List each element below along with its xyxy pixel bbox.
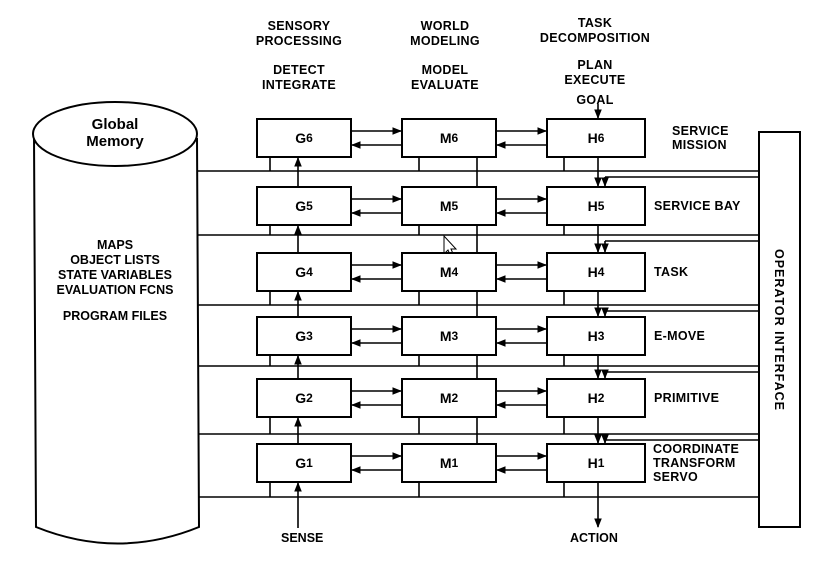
level-label-5: SERVICE BAY — [654, 199, 741, 213]
global-memory-cylinder — [32, 101, 201, 545]
global-memory-contents: MAPS OBJECT LISTS STATE VARIABLES EVALUA… — [56, 238, 174, 323]
global-memory-title: Global Memory — [86, 116, 144, 150]
level-label-4: TASK — [654, 265, 689, 279]
operator-interface-panel — [758, 131, 801, 528]
level-label-2: PRIMITIVE — [654, 391, 720, 405]
goal-label: GOAL — [576, 93, 614, 107]
sense-label: SENSE — [281, 531, 324, 545]
level-label-3: E-MOVE — [654, 329, 706, 343]
operator-interface-label: OPERATOR INTERFACE — [772, 249, 786, 411]
column-header-world-modeling: WORLD MODELING MODEL EVALUATE — [410, 19, 480, 92]
column-header-task-decomposition: TASK DECOMPOSITION PLAN EXECUTE GOAL — [530, 16, 660, 108]
action-label: ACTION — [570, 531, 618, 545]
column-header-sensory: SENSORY PROCESSING DETECT INTEGRATE — [255, 19, 343, 92]
